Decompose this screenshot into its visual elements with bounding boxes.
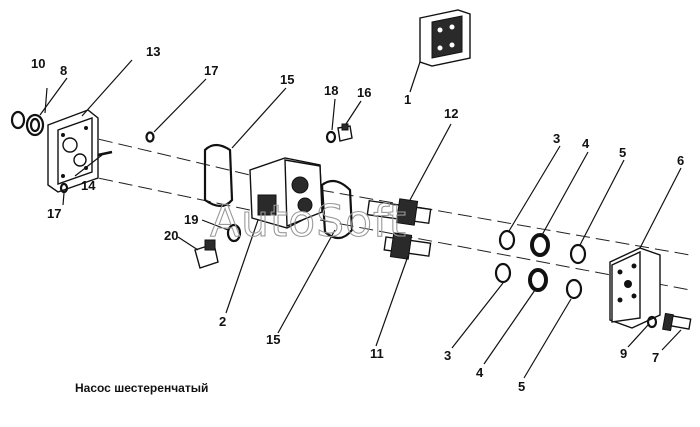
callout-1: 1 [404, 92, 411, 107]
callout-3-bottom: 3 [444, 348, 451, 363]
part-fitting-16 [337, 123, 353, 142]
part-ring-3-bottom [494, 262, 512, 284]
part-ring-19 [226, 223, 242, 243]
callout-17-bottom: 17 [47, 206, 61, 221]
part-rear-cover-6 [609, 247, 661, 329]
callout-12: 12 [444, 106, 458, 121]
callout-6: 6 [677, 153, 684, 168]
part-pin-14 [97, 150, 113, 157]
part-ring-10 [10, 110, 26, 130]
part-ring-5-bottom [565, 278, 583, 300]
part-bushing-4-bottom [528, 268, 548, 292]
callout-18: 18 [324, 83, 338, 98]
callout-19: 19 [184, 212, 198, 227]
leader-lines [39, 59, 682, 379]
callout-5-bottom: 5 [518, 379, 525, 394]
callout-15-bottom: 15 [266, 332, 280, 347]
part-fitting-20 [194, 239, 219, 269]
part-ring-18 [325, 130, 337, 144]
part-front-cover-13 [47, 109, 99, 193]
part-bolt-7 [662, 312, 692, 332]
part-washer-9 [646, 315, 658, 329]
callout-10: 10 [31, 56, 45, 71]
callout-3-top: 3 [553, 131, 560, 146]
callout-11: 11 [370, 346, 384, 361]
callout-4-top: 4 [582, 136, 590, 151]
callout-14: 14 [81, 178, 96, 193]
callout-13: 13 [146, 44, 160, 59]
callout-5-top: 5 [619, 145, 626, 160]
part-ring-5-top [569, 243, 587, 265]
diagram-caption: Насос шестеренчатый [75, 381, 208, 395]
watermark-text: AutoSoft [210, 196, 407, 247]
callout-numbers: 1 2 3 3 4 4 5 5 6 7 8 9 10 11 12 13 14 1… [31, 44, 684, 394]
callout-17-top: 17 [204, 63, 218, 78]
callout-4-bottom: 4 [476, 365, 484, 380]
part-ring-17-bottom [59, 182, 69, 194]
part-drive-gear-12 [366, 198, 432, 226]
callout-9: 9 [620, 346, 627, 361]
part-ring-3-top [498, 229, 516, 251]
part-oring-15-left [203, 143, 234, 208]
part-pump-body-2 [249, 157, 323, 229]
callout-7: 7 [652, 350, 659, 365]
callout-15-top: 15 [280, 72, 294, 87]
part-seal-8 [25, 113, 45, 137]
callout-8: 8 [60, 63, 67, 78]
callout-2: 2 [219, 314, 226, 329]
callout-20: 20 [164, 228, 178, 243]
part-driven-gear-11 [383, 232, 432, 260]
part-flange-1 [419, 9, 471, 67]
part-ring-17-top [145, 131, 155, 143]
part-bushing-4-top [530, 233, 550, 257]
callout-16: 16 [357, 85, 371, 100]
